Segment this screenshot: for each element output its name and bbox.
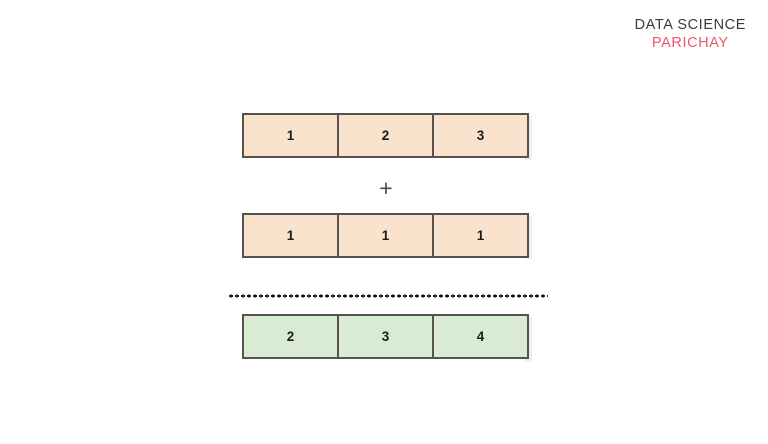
brand-line-primary: DATA SCIENCE <box>634 17 746 33</box>
array-row-operand-a: 1 2 3 <box>242 113 529 158</box>
array-row-operand-b: 1 1 1 <box>242 213 529 258</box>
array-row-result: 2 3 4 <box>242 314 529 359</box>
array-cell: 3 <box>337 314 434 359</box>
array-cell: 2 <box>242 314 339 359</box>
brand-logo: DATA SCIENCE PARICHAY <box>635 16 746 52</box>
array-cell: 1 <box>432 213 529 258</box>
brand-line-secondary: PARICHAY <box>651 35 729 52</box>
array-cell: 4 <box>432 314 529 359</box>
dotted-separator <box>228 294 548 298</box>
array-cell: 1 <box>242 113 339 158</box>
array-cell: 3 <box>432 113 529 158</box>
array-cell: 2 <box>337 113 434 158</box>
array-cell: 1 <box>242 213 339 258</box>
array-cell: 1 <box>337 213 434 258</box>
plus-operator-icon: + <box>379 175 393 201</box>
